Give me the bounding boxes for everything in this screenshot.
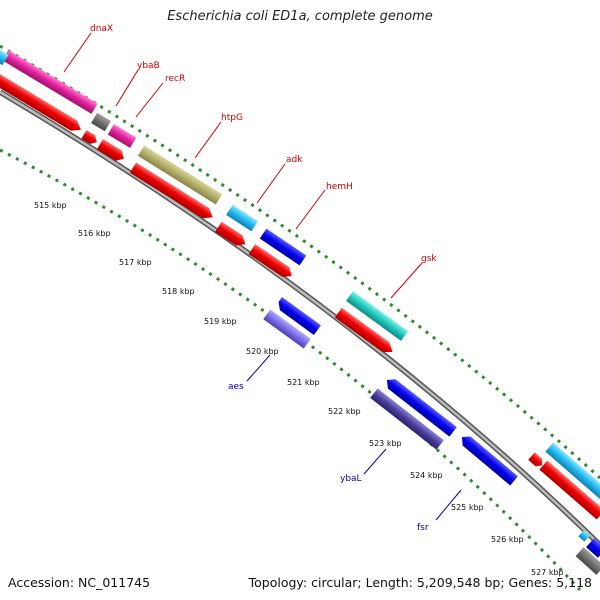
topology-text: Topology: circular; Length: 5,209,548 bp… [248, 575, 592, 590]
label-fsr: fsr [417, 489, 462, 533]
cds-arrow-5 [215, 221, 246, 246]
kbp-label: 516 kbp [78, 229, 111, 238]
kbp-label: 517 kbp [119, 258, 152, 267]
svg-text:dnaX: dnaX [90, 24, 113, 34]
gene-small-sky [0, 49, 9, 66]
kbp-label: 521 kbp [287, 378, 320, 387]
cds-arrow-8 [528, 452, 543, 467]
kbp-label: 526 kbp [491, 535, 524, 544]
label-recR: recR [135, 74, 185, 118]
gene-dnaX [2, 50, 98, 114]
svg-text:hemH: hemH [326, 182, 353, 192]
label-aes: aes [228, 354, 271, 392]
cds-arrow-1 [0, 74, 81, 131]
svg-text:gsk: gsk [421, 254, 437, 264]
gene-aes [263, 309, 311, 349]
gene-gray-right [575, 547, 600, 575]
gene-blue-rev-2 [386, 379, 457, 437]
label-ybaL: ybaL [340, 448, 387, 484]
label-ybaB: ybaB [115, 61, 160, 107]
svg-text:aes: aes [228, 382, 244, 392]
kbp-label: 519 kbp [204, 317, 237, 326]
kbp-label: 518 kbp [162, 287, 195, 296]
kbp-label: 524 kbp [410, 471, 443, 480]
svg-text:htpG: htpG [221, 113, 243, 123]
scale-labels: 515 kbp 516 kbp 517 kbp 518 kbp 519 kbp … [34, 201, 564, 577]
gene-ybaL [370, 388, 444, 450]
gene-ybaB [107, 124, 137, 148]
label-htpG: htpG [194, 113, 243, 159]
svg-text:adk: adk [286, 155, 303, 165]
svg-text:fsr: fsr [417, 523, 429, 533]
label-hemH: hemH [295, 182, 353, 230]
cds-arrow-3 [96, 139, 124, 161]
cds-arrow-7 [334, 307, 393, 353]
gene-gray-1 [91, 112, 111, 132]
svg-text:recR: recR [165, 74, 185, 84]
backbone-highlight [0, 90, 600, 546]
kbp-label: 527 kbp [531, 568, 564, 577]
cds-arrow-6 [248, 244, 292, 278]
gene-adk [226, 204, 258, 232]
inner-scale-dots [0, 148, 582, 592]
cds-arrow-2 [81, 130, 97, 144]
kbp-label: 523 kbp [369, 439, 402, 448]
gene-sky-small-right [578, 530, 590, 542]
svg-text:ybaL: ybaL [340, 474, 362, 484]
gene-blue-right [586, 538, 600, 558]
label-gsk: gsk [390, 254, 437, 299]
label-dnaX: dnaX [63, 24, 113, 73]
kbp-label: 525 kbp [451, 503, 484, 512]
cds-arrow-9 [539, 460, 600, 520]
kbp-label: 520 kbp [246, 347, 279, 356]
kbp-label: 515 kbp [34, 201, 67, 210]
map-title: Escherichia coli ED1a, complete genome [167, 9, 433, 24]
gene-hemH [259, 228, 307, 266]
label-adk: adk [256, 155, 303, 204]
gene-htpG [137, 145, 223, 205]
svg-text:ybaB: ybaB [137, 61, 160, 71]
kbp-label: 522 kbp [328, 407, 361, 416]
cds-arrow-4 [129, 162, 213, 219]
gene-sky-right [545, 442, 600, 502]
gene-gsk [345, 291, 409, 341]
accession-text: Accession: NC_011745 [8, 575, 151, 590]
gene-fsr [461, 436, 518, 486]
gene-blue-rev-1 [278, 297, 321, 335]
outer-scale-dots [0, 44, 600, 480]
